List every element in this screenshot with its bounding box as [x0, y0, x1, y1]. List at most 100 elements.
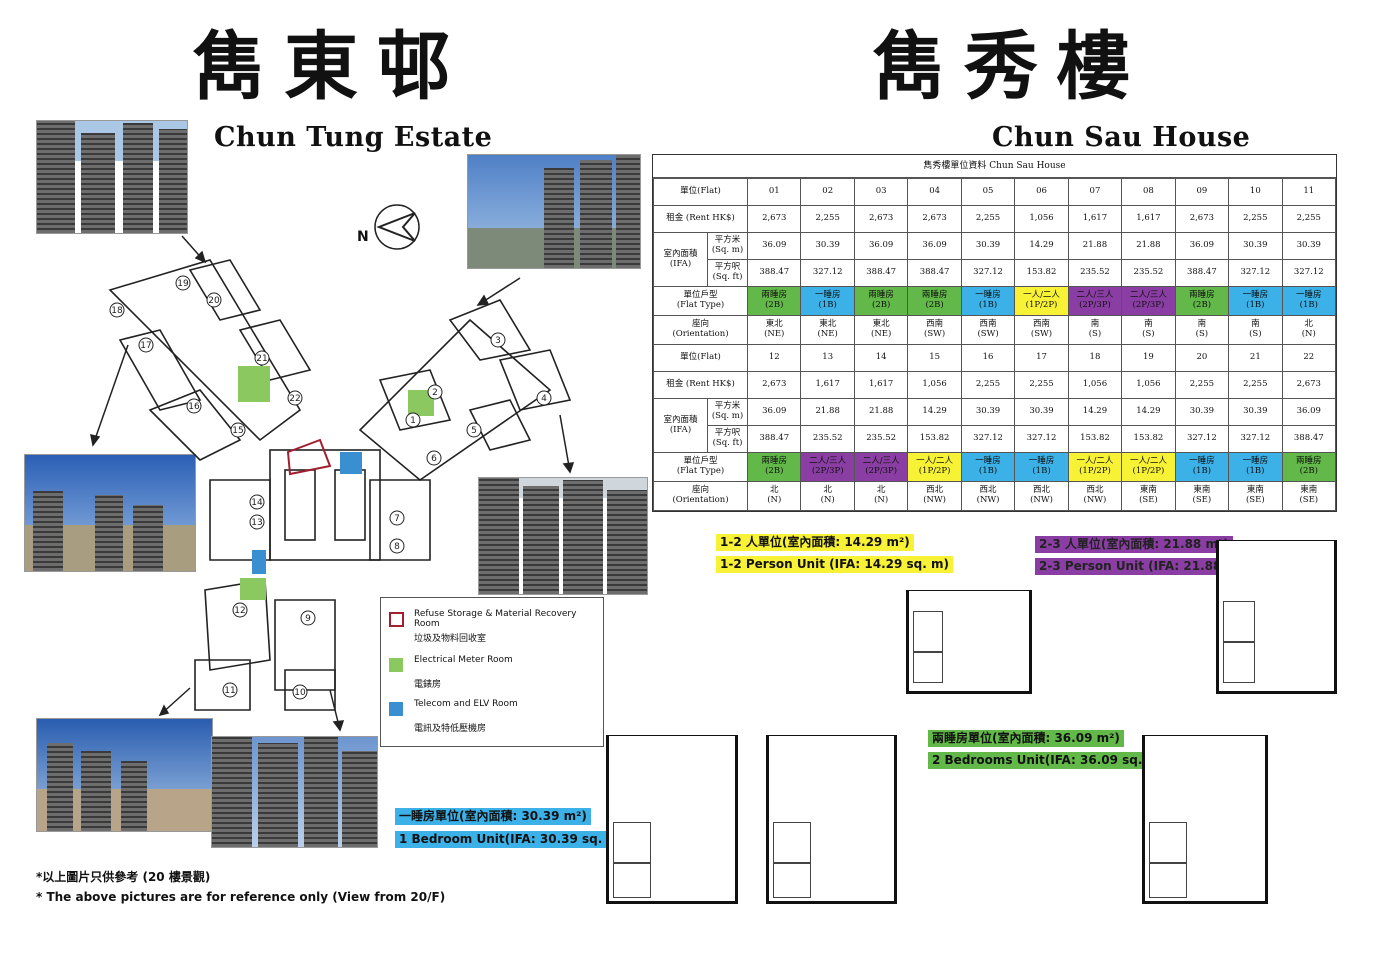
table-cell: 2,255 — [1174, 371, 1230, 399]
row-header: 單位(Flat) — [652, 178, 749, 206]
flat-number-marker — [249, 514, 265, 530]
table-cell: 2,255 — [960, 371, 1016, 399]
flat-number-label: 14 — [251, 498, 263, 508]
table-cell: 327.12 — [1228, 259, 1283, 287]
row-header: 單位(Flat) — [652, 344, 749, 372]
flat-type-cell: 一睡房(1B) — [1174, 452, 1230, 482]
row-header: 室內面積(IFA) — [653, 232, 708, 287]
legend-telecom-cn: 電訊及特低壓機房 — [414, 724, 487, 734]
compass-label: N — [357, 229, 369, 245]
table-cell: 1,056 — [907, 371, 962, 399]
table-cell: 153.82 — [1067, 425, 1123, 453]
table-cell: 西南(SW) — [907, 315, 962, 345]
estate-title-en: Chun Tung Estate — [214, 122, 493, 153]
flat-number-label: 11 — [224, 686, 235, 696]
meter-swatch — [389, 658, 403, 672]
flat-number-label: 5 — [471, 426, 477, 436]
table-cell: 21.88 — [1121, 232, 1176, 260]
unit-label-2b-en: 2 Bedrooms Unit(IFA: 36.09 sq. m) — [928, 752, 1169, 769]
flat-type-cell: 兩睡房(2B) — [1174, 286, 1230, 316]
refuse-swatch — [389, 612, 404, 627]
table-cell: 南(S) — [1121, 315, 1176, 345]
flat-number-marker — [300, 610, 316, 626]
table-cell: 14.29 — [1121, 398, 1176, 426]
table-cell: 14.29 — [1067, 398, 1123, 426]
flat-type-cell: 兩睡房(2B) — [907, 286, 962, 316]
flat-type-cell: 一人/二人(1P/2P) — [1067, 452, 1123, 482]
legend-refuse-cn: 垃圾及物料回收室 — [414, 634, 487, 644]
flat-number-marker — [206, 292, 222, 308]
flat-number-marker — [222, 682, 238, 698]
flat-type-cell: 兩睡房(2B) — [747, 286, 802, 316]
unit-plan-2b — [1142, 735, 1268, 904]
row-header: 座向(Orientation) — [652, 481, 749, 511]
legend-telecom-en: Telecom and ELV Room — [414, 699, 518, 709]
flat-number-marker — [427, 384, 443, 400]
table-cell: 36.09 — [1174, 232, 1230, 260]
flat-number-label: 13 — [251, 518, 262, 528]
row-header: 平方米(Sq. m) — [706, 232, 749, 260]
table-cell: 327.12 — [960, 425, 1016, 453]
table-cell: 235.52 — [800, 425, 855, 453]
table-cell: 02 — [800, 178, 855, 206]
note-en: * The above pictures are for reference o… — [36, 890, 446, 904]
flat-number-marker — [405, 412, 421, 428]
table-cell: 327.12 — [1014, 425, 1069, 453]
flat-number-marker — [249, 494, 265, 510]
row-header: 租金 (Rent HK$) — [652, 371, 749, 399]
table-cell: 北(N) — [853, 481, 909, 511]
table-cell: 1,617 — [800, 371, 855, 399]
flat-type-cell: 一睡房(1B) — [1281, 286, 1337, 316]
legend-meter-cn: 電錶房 — [414, 680, 442, 690]
table-cell: 153.82 — [1014, 259, 1069, 287]
table-row: 座向(Orientation)北(N)北(N)北(N)西北(NW)西北(NW)西… — [652, 481, 1337, 511]
table-cell: 2,255 — [1228, 205, 1283, 233]
table-cell: 2,255 — [800, 205, 855, 233]
plan-legend: Refuse Storage & Material Recovery Room … — [380, 597, 604, 747]
table-cell: 2,673 — [907, 205, 962, 233]
flat-type-cell: 一人/二人(1P/2P) — [907, 452, 962, 482]
flat-number-label: 21 — [256, 354, 267, 364]
table-cell: 西北(NW) — [1067, 481, 1123, 511]
table-cell: 235.52 — [1121, 259, 1176, 287]
table-cell: 14.29 — [1014, 232, 1069, 260]
table-cell: 南(S) — [1174, 315, 1230, 345]
table-cell: 東南(SE) — [1228, 481, 1283, 511]
table-cell: 30.39 — [1228, 232, 1283, 260]
table-cell: 1,056 — [1067, 371, 1123, 399]
table-cell: 2,673 — [853, 205, 909, 233]
flat-number-marker — [232, 602, 248, 618]
table-cell: 30.39 — [1281, 232, 1337, 260]
row-header: 單位戶型(Flat Type) — [652, 452, 749, 482]
flat-number-label: 9 — [305, 614, 311, 624]
flat-type-cell: 兩睡房(2B) — [853, 286, 909, 316]
table-cell: 36.09 — [1281, 398, 1337, 426]
table-cell: 2,255 — [960, 205, 1016, 233]
table-cell: 153.82 — [907, 425, 962, 453]
unit-label-2-3p-cn: 2-3 人單位(室內面積: 21.88 m²) — [1035, 536, 1233, 553]
flat-type-cell: 一人/二人(1P/2P) — [1014, 286, 1069, 316]
flat-number-label: 18 — [111, 306, 123, 316]
flat-type-cell: 一睡房(1B) — [1228, 452, 1283, 482]
table-cell: 18 — [1067, 344, 1123, 372]
table-cell: 17 — [1014, 344, 1069, 372]
flat-number-label: 3 — [495, 336, 501, 346]
table-cell: 21.88 — [800, 398, 855, 426]
estate-title-cn: 雋東邨 — [192, 24, 468, 110]
table-cell: 388.47 — [1174, 259, 1230, 287]
table-cell: 30.39 — [800, 232, 855, 260]
view-photo — [36, 718, 213, 832]
table-cell: 03 — [853, 178, 909, 206]
flat-type-cell: 一睡房(1B) — [800, 286, 855, 316]
table-cell: 西北(NW) — [907, 481, 962, 511]
table-cell: 14 — [853, 344, 909, 372]
table-cell: 北(N) — [747, 481, 802, 511]
table-cell: 15 — [907, 344, 962, 372]
row-header: 座向(Orientation) — [652, 315, 749, 345]
table-cell: 388.47 — [853, 259, 909, 287]
